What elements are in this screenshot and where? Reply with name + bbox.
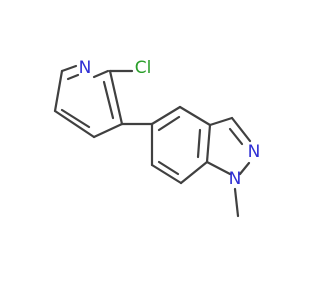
bond-pyridine-double-2 <box>60 108 91 129</box>
bond-pyrazole-c3a-c3 <box>208 116 234 127</box>
bond-benz-5 <box>150 163 183 185</box>
bond-benz-double-3 <box>157 160 180 176</box>
bond-pyrazole-c3-n2 <box>230 116 252 143</box>
bond-pyridine-double-3 <box>66 73 80 81</box>
atom-label-chlorine: Cl <box>135 58 152 78</box>
bond-benz-double-1 <box>157 115 181 132</box>
bond-pyridine-c3-c4 <box>92 122 124 139</box>
bond-pyridine-n-c2 <box>92 69 110 79</box>
bond-pyridine-c2-c3 <box>108 69 124 126</box>
bond-pyrazole-n1-c7a <box>205 160 232 176</box>
atom-label-indazole-n2: N <box>248 142 261 162</box>
bond-n-methyl <box>233 187 240 218</box>
bond-benz-2 <box>178 105 212 127</box>
bond-pyridine-c5-c6 <box>53 69 64 113</box>
atom-label-pyridine-n: N <box>79 58 92 78</box>
bond-pyridine-double-1 <box>102 80 115 120</box>
bond-pyrazole-n2-n1 <box>238 161 251 176</box>
bond-benz-4 <box>179 160 209 185</box>
bond-pyridine-c6-n <box>60 64 78 73</box>
bond-benz-1 <box>150 105 182 126</box>
bond-pyridine-c4-c5 <box>53 109 96 139</box>
atom-label-indazole-n1: N <box>229 169 242 189</box>
bond-benz-double-2 <box>196 128 202 159</box>
pyrazole-ring <box>205 116 252 176</box>
bond-benz-3 <box>205 123 212 164</box>
bond-pyrazole-c3-n2-double <box>228 127 244 146</box>
molecule-structure-diagram: N Cl N N <box>53 58 261 218</box>
pyridine-ring <box>53 64 124 139</box>
indazole-benzene-ring <box>150 105 212 185</box>
